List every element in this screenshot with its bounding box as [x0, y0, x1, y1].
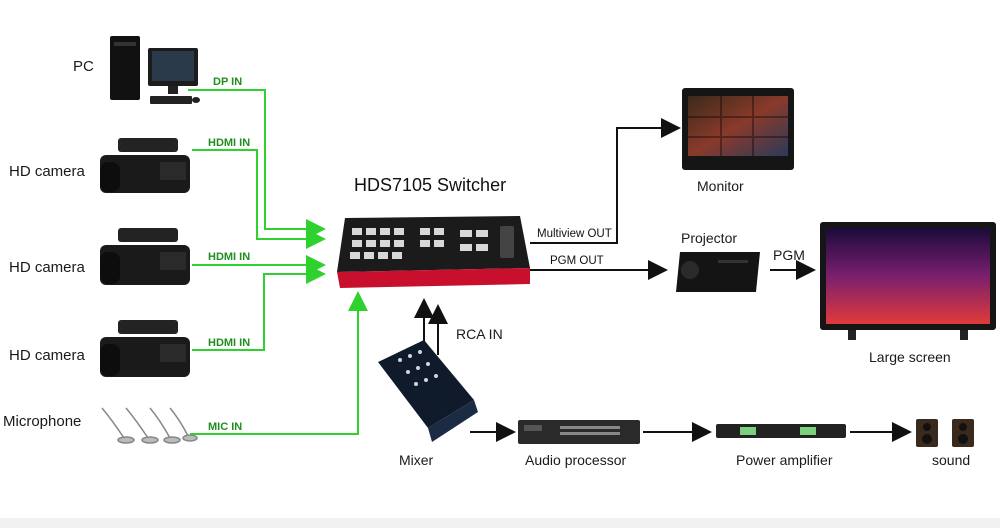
camera-icon: [100, 138, 190, 193]
sound-label: sound: [932, 452, 971, 468]
monitor-label: Monitor: [697, 178, 744, 194]
multiview-out-label: Multiview OUT: [537, 228, 612, 240]
hdmi-in-label-2: HDMI IN: [208, 251, 251, 263]
hdmi-in-label-3: HDMI IN: [208, 337, 251, 349]
camera-2-label: HD camera: [9, 259, 85, 276]
hdmi-in-line-3: [192, 264, 326, 351]
projector-icon: [676, 252, 760, 292]
large-screen-label: Large screen: [869, 349, 951, 365]
microphone-icon: [101, 407, 198, 444]
audio-processor-icon: [518, 420, 640, 444]
dp-in-line: [188, 89, 326, 239]
projector-label: Projector: [681, 230, 738, 246]
mixer-label: Mixer: [399, 452, 434, 468]
camera-1-label: HD camera: [9, 163, 85, 180]
pc-icon: [110, 36, 200, 104]
speaker-icon: [916, 419, 974, 447]
camera-3-label: HD camera: [9, 347, 85, 364]
power-amplifier-label: Power amplifier: [736, 452, 833, 468]
switcher-title: HDS7105 Switcher: [354, 175, 507, 195]
power-amplifier-icon: [716, 424, 846, 438]
pgm-out-label: PGM OUT: [550, 255, 604, 267]
green-signal-lines: [188, 89, 368, 435]
camera-icon: [100, 320, 190, 377]
monitor-icon: [682, 88, 794, 170]
microphone-label: Microphone: [3, 413, 82, 430]
pc-label: PC: [73, 58, 94, 75]
audio-processor-label: Audio processor: [525, 452, 627, 468]
hdmi-in-label-1: HDMI IN: [208, 137, 251, 149]
switcher-icon: [337, 216, 530, 288]
mixer-icon: [378, 340, 478, 442]
rca-in-label: RCA IN: [456, 326, 503, 342]
dp-in-label: DP IN: [213, 76, 243, 88]
pgm-label: PGM: [773, 247, 805, 263]
black-signal-lines: [414, 118, 912, 442]
mic-in-line: [190, 291, 368, 435]
hdmi-in-line-1: [192, 149, 326, 249]
large-screen-icon: [820, 222, 996, 340]
bottom-strip: [0, 518, 1000, 528]
mic-in-label: MIC IN: [208, 421, 243, 433]
multiview-out-line: [530, 118, 681, 244]
camera-icon: [100, 228, 190, 285]
